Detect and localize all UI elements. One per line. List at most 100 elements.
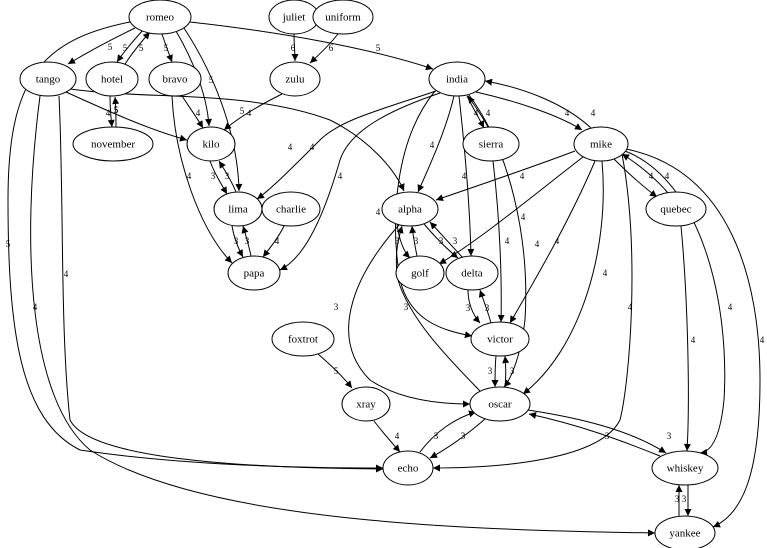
node-label-alpha: alpha (398, 204, 422, 216)
node-label-papa: papa (244, 268, 265, 280)
edge-label-delta-alpha: 3 (453, 236, 458, 246)
edge-oscar-alpha: 3 (395, 225, 481, 392)
edge-echo-oscar: 3 (419, 410, 477, 453)
node-label-quebec: quebec (660, 204, 691, 216)
edge-line-romeo-hotel (116, 29, 144, 63)
edge-alpha-oscar: 3 (334, 224, 471, 408)
node-charlie: charlie (261, 191, 321, 227)
edge-label-charlie-papa: 4 (275, 236, 280, 246)
node-lima: lima (213, 191, 263, 227)
edge-label-india-mike: 4 (565, 108, 570, 118)
edge-label-india-oscar: 4 (535, 239, 540, 249)
edge-quebec-whiskey: 4 (680, 225, 696, 452)
edge-victor-oscar: 3 (488, 355, 499, 388)
node-label-oscar: oscar (488, 399, 512, 411)
edge-mike-whiskey: 4 (624, 150, 733, 456)
edge-label-echo-oscar: 3 (434, 431, 439, 441)
edge-label-alpha-oscar: 3 (334, 302, 339, 312)
edge-label-bravo-papa: 4 (187, 171, 192, 181)
node-label-xray: xray (356, 399, 376, 411)
edge-line-mike-golf (438, 156, 584, 265)
node-quebec: quebec (645, 191, 707, 227)
node-sierra: sierra (462, 126, 520, 162)
edge-label-india-victor: 4 (376, 207, 381, 217)
node-shape-charlie (261, 191, 321, 227)
edge-line-india-lima (256, 90, 437, 200)
edge-label-india-alpha: 4 (430, 140, 435, 150)
edge-delta-alpha: 3 (429, 221, 464, 259)
edge-label-victor-delta: 3 (485, 303, 490, 313)
node-shape-zulu (269, 61, 321, 97)
node-shape-xray (341, 386, 391, 422)
edge-whiskey-yankee: 3 (682, 484, 692, 516)
edge-label-yankee-whiskey: 3 (675, 494, 680, 504)
edge-line-mike-oscar (522, 160, 604, 395)
node-mike: mike (573, 126, 629, 162)
edge-label-romeo-echo: 5 (6, 239, 11, 249)
edge-line-whiskey-oscar (528, 412, 661, 457)
node-india: india (428, 61, 486, 97)
node-shape-quebec (645, 191, 707, 227)
edge-label-whiskey-yankee: 3 (682, 494, 687, 504)
node-label-golf: golf (411, 268, 429, 280)
node-label-kilo: kilo (202, 139, 220, 151)
edge-label-lima-papa: 3 (234, 236, 239, 246)
edge-line-uniform-zulu (309, 33, 339, 64)
edge-line-victor-delta (478, 289, 492, 324)
node-xray: xray (341, 386, 391, 422)
node-delta: delta (445, 255, 499, 291)
edge-label-golf-alpha: 3 (414, 236, 419, 246)
edge-mike-victor: 4 (509, 160, 596, 324)
edge-label-mike-echo: 4 (628, 302, 633, 312)
edge-label-oscar-echo: 3 (461, 431, 466, 441)
edge-label-oscar-victor: 3 (510, 366, 515, 376)
edge-mike-golf: 4 (438, 156, 584, 265)
edge-oscar-whiskey: 3 (527, 409, 672, 454)
edge-line-mike-alpha (435, 150, 576, 202)
edge-mike-oscar: 4 (522, 160, 608, 395)
node-label-sierra: sierra (479, 139, 504, 151)
edge-line-tango-alpha (69, 88, 405, 192)
edge-label-bravo-kilo: 4 (196, 108, 201, 118)
node-label-charlie: charlie (276, 204, 306, 216)
edge-line-delta-victor (467, 289, 481, 324)
edge-tango-alpha: 4 (69, 88, 405, 192)
node-shape-alpha (381, 191, 439, 227)
edge-line-sierra-india (467, 95, 489, 128)
edge-mike-india: 4 (484, 78, 596, 129)
edge-quebec-mike: 4 (621, 153, 670, 194)
edge-label-delta-victor: 3 (466, 303, 471, 313)
edge-line-india-mike (475, 91, 583, 131)
edge-line-india-delta (458, 95, 475, 257)
edge-line-mike-echo (432, 153, 633, 472)
edge-line-romeo-bravo (161, 33, 173, 63)
node-shape-uniform (312, 0, 374, 35)
node-kilo: kilo (186, 126, 236, 162)
node-foxtrot: foxtrot (271, 321, 335, 357)
edge-juliet-zulu: 6 (291, 33, 299, 62)
edge-line-india-alpha (417, 95, 455, 193)
edge-label-romeo-lima: 5 (240, 106, 245, 116)
node-label-uniform: uniform (325, 12, 361, 24)
edge-label-mike-yankee: 4 (760, 335, 765, 345)
node-label-yankee: yankee (669, 528, 700, 540)
edge-line-lima-papa (231, 225, 244, 258)
edge-label-mike-victor: 4 (555, 236, 560, 246)
edge-line-oscar-alpha (395, 225, 481, 392)
edge-delta-victor: 3 (466, 289, 481, 324)
edge-label-quebec-mike: 4 (665, 171, 670, 181)
node-yankee: yankee (654, 515, 716, 548)
edge-sierra-victor: 4 (492, 160, 510, 323)
edge-label-victor-oscar: 3 (488, 366, 493, 376)
edge-label-november-hotel: 5 (114, 105, 119, 115)
edge-mike-alpha: 4 (435, 150, 576, 202)
edge-india-mike: 4 (475, 91, 583, 131)
node-shape-whiskey (651, 450, 719, 486)
edge-romeo-bravo: 5 (161, 33, 173, 63)
edge-label-mike-alpha: 4 (520, 171, 525, 181)
node-november: november (72, 126, 154, 162)
edge-romeo-lima: 5 (183, 27, 245, 192)
node-romeo: romeo (128, 0, 192, 35)
node-whiskey: whiskey (651, 450, 719, 486)
